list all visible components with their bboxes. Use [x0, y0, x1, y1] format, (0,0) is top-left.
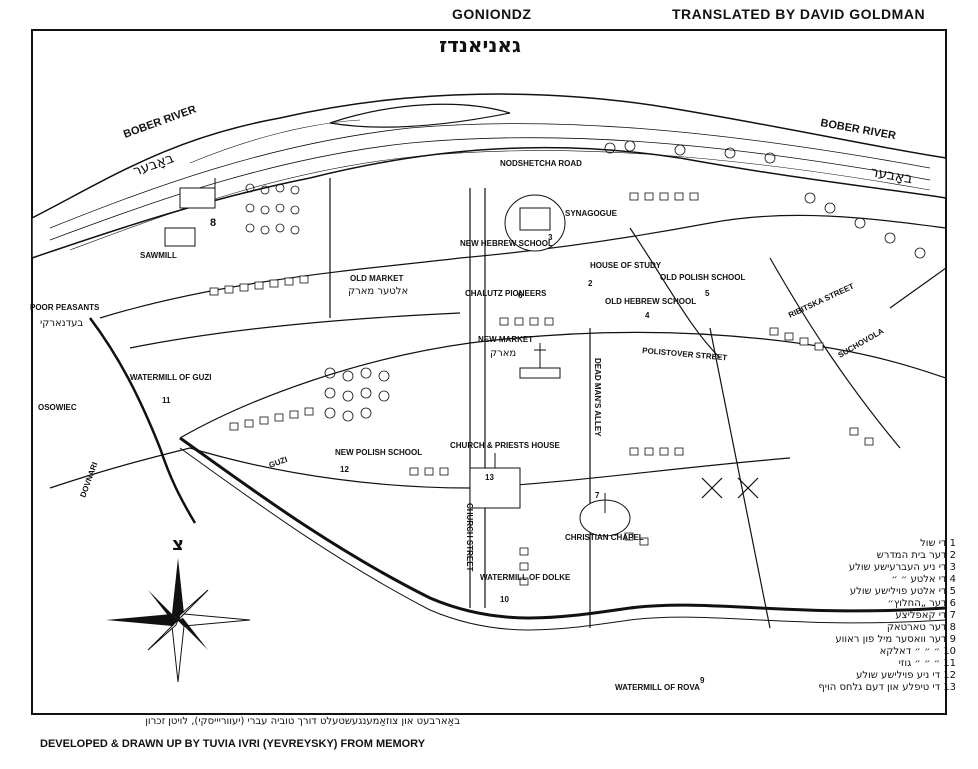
- label-osowiec: OSOWIEC: [38, 403, 77, 412]
- legend-item: 5 די אלטע פוילישע שולע: [849, 586, 956, 597]
- legend-item: 9 דער וואסער מיל פון ראווע: [835, 634, 956, 645]
- church-building: [469, 453, 521, 509]
- translator-credit: TRANSLATED BY DAVID GOLDMAN: [672, 6, 926, 22]
- sawmill-building: [164, 178, 216, 247]
- legend-item: 11 ״ ״ ״ גוזי: [898, 658, 956, 669]
- legend-item: 13 די טיפלע און דעם גלחס הויף: [818, 682, 956, 693]
- chapel-building: [579, 493, 631, 537]
- label-watermill-dolke: WATERMILL OF DOLKE: [480, 573, 571, 582]
- label-watermill-rova: WATERMILL OF ROVA: [615, 683, 700, 692]
- hebrew-credit: באַארבעט און צוזאַמענגעשטעלט דורך טוביה …: [145, 716, 460, 727]
- label-nodshetcha-road: NODSHETCHA ROAD: [500, 159, 582, 168]
- label-new-hebrew-school: NEW HEBREW SCHOOL: [460, 239, 553, 248]
- label-watermill-guzi-num: 11: [162, 396, 171, 405]
- label-watermill-rova-num: 9: [700, 676, 705, 685]
- label-church-street: CHURCH STREET: [465, 503, 474, 572]
- label-poor-peasants-heb: בעדנארקי: [40, 318, 83, 329]
- label-suchovola: SUCHOVOLA: [837, 326, 886, 359]
- map-hebrew-title: גאניאנדז: [439, 33, 521, 57]
- west-stream: [88, 317, 197, 524]
- label-dovnari: DOVNARI: [78, 461, 99, 499]
- compass-north-mark: צ: [172, 534, 184, 555]
- label-church-num: 13: [485, 473, 494, 482]
- label-sawmill: SAWMILL: [140, 251, 177, 260]
- label-watermill-dolke-num: 10: [500, 595, 509, 604]
- legend-item: 2 דער בית המדרש: [876, 550, 956, 561]
- label-guzi: GUZI: [268, 455, 289, 470]
- roads: [49, 178, 947, 629]
- legend-item: 1 די שול: [920, 538, 956, 549]
- label-new-market: NEW MARKET: [478, 335, 533, 344]
- label-watermill-guzi: WATERMILL OF GUZI: [130, 373, 211, 382]
- english-credit: DEVELOPED & DRAWN UP BY TUVIA IVRI (YEVR…: [40, 738, 426, 750]
- legend-item: 10 ״ ״ ״ דאלקא: [879, 646, 956, 657]
- houses: [209, 192, 874, 586]
- synagogue-building: [504, 194, 566, 252]
- label-polistover-street: POLISTOVER STREET: [642, 346, 728, 362]
- label-new-polish-school: NEW POLISH SCHOOL: [335, 448, 422, 457]
- label-river-heb-right: באָבער: [869, 164, 913, 187]
- legend-item: 7 די קאפליצע: [895, 610, 956, 621]
- label-bober-river-left: BOBER RIVER: [122, 103, 198, 140]
- legend-item: 8 דער טארטאק: [886, 622, 956, 633]
- map-legend: 1 די שול 2 דער בית המדרש 3 די ניע העברעי…: [706, 538, 956, 694]
- label-new-market-heb: מארק: [490, 348, 516, 359]
- lower-stream: [179, 436, 947, 620]
- legend-item: 12 די ניע פוילישע שולע: [856, 670, 956, 681]
- windmills: [701, 477, 759, 499]
- label-chalutz-pioneers: CHALUTZ PIONEERS: [465, 289, 547, 298]
- compass-rose: [106, 558, 251, 683]
- label-new-polish-num: 12: [340, 465, 349, 474]
- label-old-hebrew-school: OLD HEBREW SCHOOL: [605, 297, 696, 306]
- orchards: [245, 140, 926, 422]
- label-ribitska-street: RIBITSKA STREET: [787, 281, 855, 319]
- bober-river: [31, 93, 947, 260]
- label-old-market: OLD MARKET: [350, 274, 403, 283]
- label-chalutz-num: 6: [518, 291, 523, 300]
- label-old-polish-school: OLD POLISH SCHOOL: [660, 273, 745, 282]
- label-old-polish-num: 5: [705, 289, 710, 298]
- town-map: גאניאנדז: [30, 29, 947, 715]
- label-old-hebrew-num: 4: [645, 311, 650, 320]
- legend-item: 4 די אלטע ״ ״: [891, 574, 956, 585]
- label-church-priests: CHURCH & PRIESTS HOUSE: [450, 441, 560, 450]
- new-market-monument: [519, 343, 561, 379]
- label-poor-peasants: POOR PEASANTS: [30, 303, 100, 312]
- label-sawmill-num: 8: [210, 217, 216, 229]
- label-old-market-heb: אלטער מארק: [348, 286, 408, 297]
- label-synagogue: SYNAGOGUE: [565, 209, 618, 218]
- label-christian-chapel: CHRISTIAN CHAPEL: [565, 533, 644, 542]
- label-chapel-num: 7: [595, 491, 600, 500]
- label-synagogue-num: 3: [548, 233, 553, 242]
- legend-item: 3 די ניע העברעישע שולע: [848, 562, 956, 573]
- legend-item: 6 דער „החלוץ״: [887, 598, 956, 609]
- map-title: GONIONDZ: [452, 6, 532, 22]
- label-house-of-study-num: 2: [588, 279, 593, 288]
- label-house-of-study: HOUSE OF STUDY: [590, 261, 662, 270]
- label-dead-mans-alley: DEAD MAN'S ALLEY: [593, 358, 602, 437]
